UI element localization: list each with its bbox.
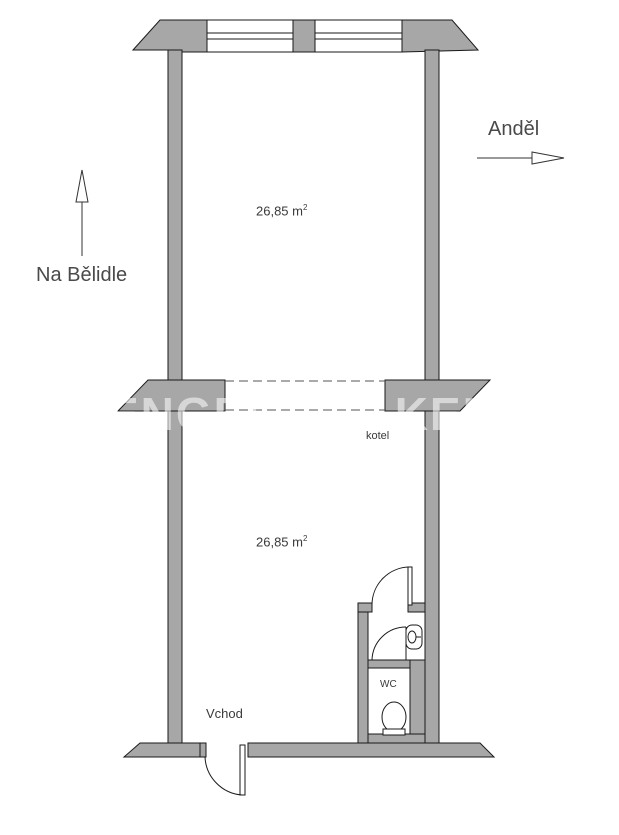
watermark-logo: ENGEL KERS — [108, 388, 531, 440]
area-value: 26,85 m — [256, 203, 303, 219]
toilet-icon — [381, 701, 407, 736]
street-label-left: Na Bělidle — [36, 264, 128, 286]
entrance-label: Vchod — [206, 706, 243, 721]
boiler-label: kotel — [366, 430, 390, 442]
room-area-lower: 26,85 m2 — [256, 534, 307, 549]
arrow-up-icon — [75, 169, 89, 256]
right-wall-lower — [424, 410, 440, 746]
top-wall — [131, 19, 480, 53]
area-unit-sup: 2 — [302, 534, 308, 543]
bottom-wall — [122, 742, 496, 758]
street-label-right: Anděl — [488, 118, 540, 140]
wc-door-outer — [371, 566, 413, 606]
area-value: 26,85 m — [256, 534, 303, 550]
area-unit-sup: 2 — [302, 203, 308, 212]
right-wall-upper — [424, 49, 440, 383]
left-wall-lower — [167, 410, 183, 746]
wc-label: WC — [380, 679, 397, 690]
left-wall-upper — [167, 49, 183, 383]
sink-icon — [405, 624, 423, 650]
arrow-right-icon — [477, 151, 565, 165]
wc-walls — [357, 602, 426, 744]
room-area-upper: 26,85 m2 — [256, 203, 307, 218]
middle-wall — [116, 379, 492, 412]
wc-door-inner — [371, 626, 407, 661]
entrance-door — [204, 744, 246, 796]
